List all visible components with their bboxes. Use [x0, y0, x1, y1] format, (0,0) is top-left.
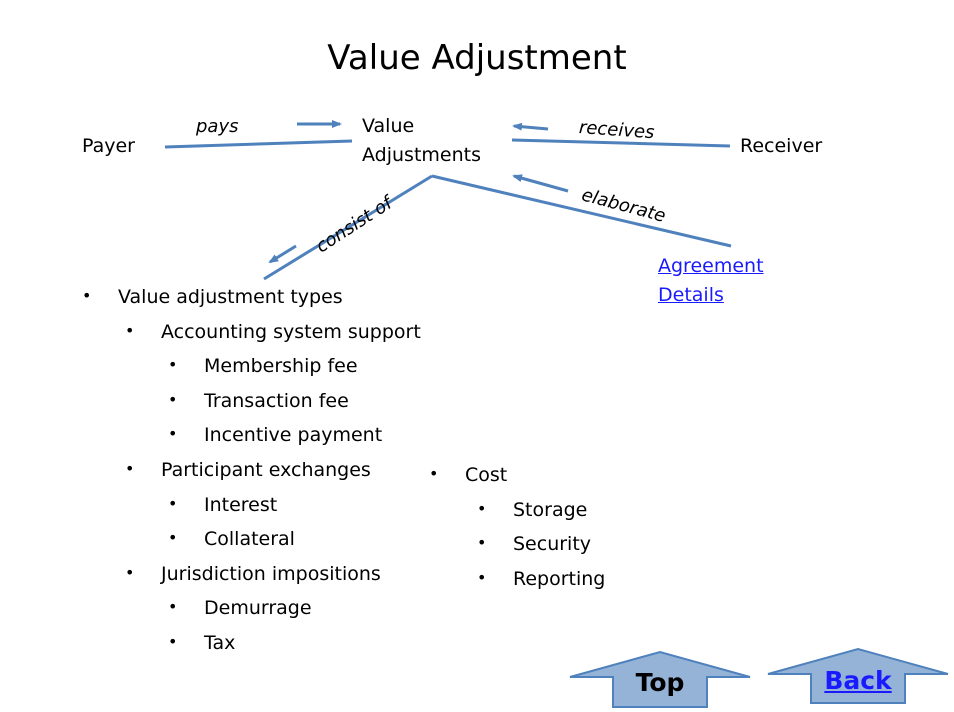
back-button-label[interactable]: Back — [824, 666, 892, 695]
list-item-label: Reporting — [513, 567, 606, 590]
agreement-connector — [431, 174, 732, 248]
top-button-label[interactable]: Top — [635, 668, 685, 697]
list-item: • Transaction fee — [168, 390, 349, 412]
list-item-label: Interest — [204, 493, 278, 516]
bullet-icon: • — [125, 320, 135, 340]
bullet-icon: • — [168, 424, 178, 444]
list-item-label: Transaction fee — [204, 389, 349, 412]
agreement-details-link-line2[interactable]: Details — [658, 284, 724, 306]
consist-arrow — [268, 244, 297, 264]
back-button[interactable] — [767, 647, 949, 704]
agreement-details-link-line1[interactable]: Agreement — [658, 255, 764, 277]
list-item-label: Storage — [513, 498, 588, 521]
list-item-label: Cost — [465, 464, 508, 486]
bullet-icon: • — [82, 286, 92, 305]
bullet-icon: • — [429, 464, 439, 483]
list-item-label: Security — [513, 533, 592, 556]
receives-arrow — [512, 122, 549, 131]
bullet-icon: • — [168, 597, 178, 617]
list-item: • Interest — [168, 494, 277, 516]
top-button[interactable] — [569, 650, 751, 708]
list-item: • Demurrage — [168, 597, 312, 619]
list-item: • Reporting — [477, 568, 605, 590]
list-item-label: Jurisdiction impositions — [161, 562, 381, 585]
bullet-icon: • — [477, 567, 487, 587]
payer-connector — [164, 139, 353, 149]
list-item: • Security — [477, 533, 591, 555]
list-item: • Tax — [168, 632, 235, 654]
list-item: • Cost — [429, 464, 507, 486]
list-item: • Accounting system support — [125, 321, 421, 343]
list-item-label: Incentive payment — [204, 424, 383, 447]
elaborate-arrow — [512, 174, 569, 193]
list-item-label: Tax — [204, 632, 236, 654]
list-item-label: Value adjustment types — [118, 286, 343, 308]
bullet-icon: • — [168, 632, 178, 651]
list-item-label: Demurrage — [204, 597, 312, 620]
list-item-label: Participant exchanges — [161, 459, 371, 481]
bullet-icon: • — [125, 562, 135, 582]
bullet-icon: • — [168, 389, 178, 409]
list-item-label: Collateral — [204, 528, 295, 551]
bullet-icon: • — [477, 498, 487, 518]
list-item: • Participant exchanges — [125, 459, 371, 481]
value-adjustments-label-line2: Adjustments — [362, 144, 481, 166]
bullet-icon: • — [477, 533, 487, 553]
list-item-label: Membership fee — [204, 355, 358, 378]
value-adjustments-label-line1: Value — [362, 115, 415, 137]
list-item: • Storage — [477, 499, 587, 521]
consist-connector — [263, 174, 433, 281]
pays-label: pays — [196, 116, 239, 137]
receiver-label: Receiver — [740, 135, 823, 157]
list-item: • Collateral — [168, 528, 295, 550]
bullet-icon: • — [125, 459, 135, 478]
list-item: • Incentive payment — [168, 424, 382, 446]
page-title: Value Adjustment — [327, 38, 627, 78]
bullet-icon: • — [168, 528, 178, 548]
list-item: • Jurisdiction impositions — [125, 563, 381, 585]
list-item: • Value adjustment types — [82, 286, 343, 308]
list-item-label: Accounting system support — [161, 320, 421, 343]
bullet-icon: • — [168, 355, 178, 375]
receiver-connector — [511, 138, 731, 148]
payer-label: Payer — [82, 135, 135, 157]
bullet-icon: • — [168, 493, 178, 513]
list-item: • Membership fee — [168, 355, 358, 377]
